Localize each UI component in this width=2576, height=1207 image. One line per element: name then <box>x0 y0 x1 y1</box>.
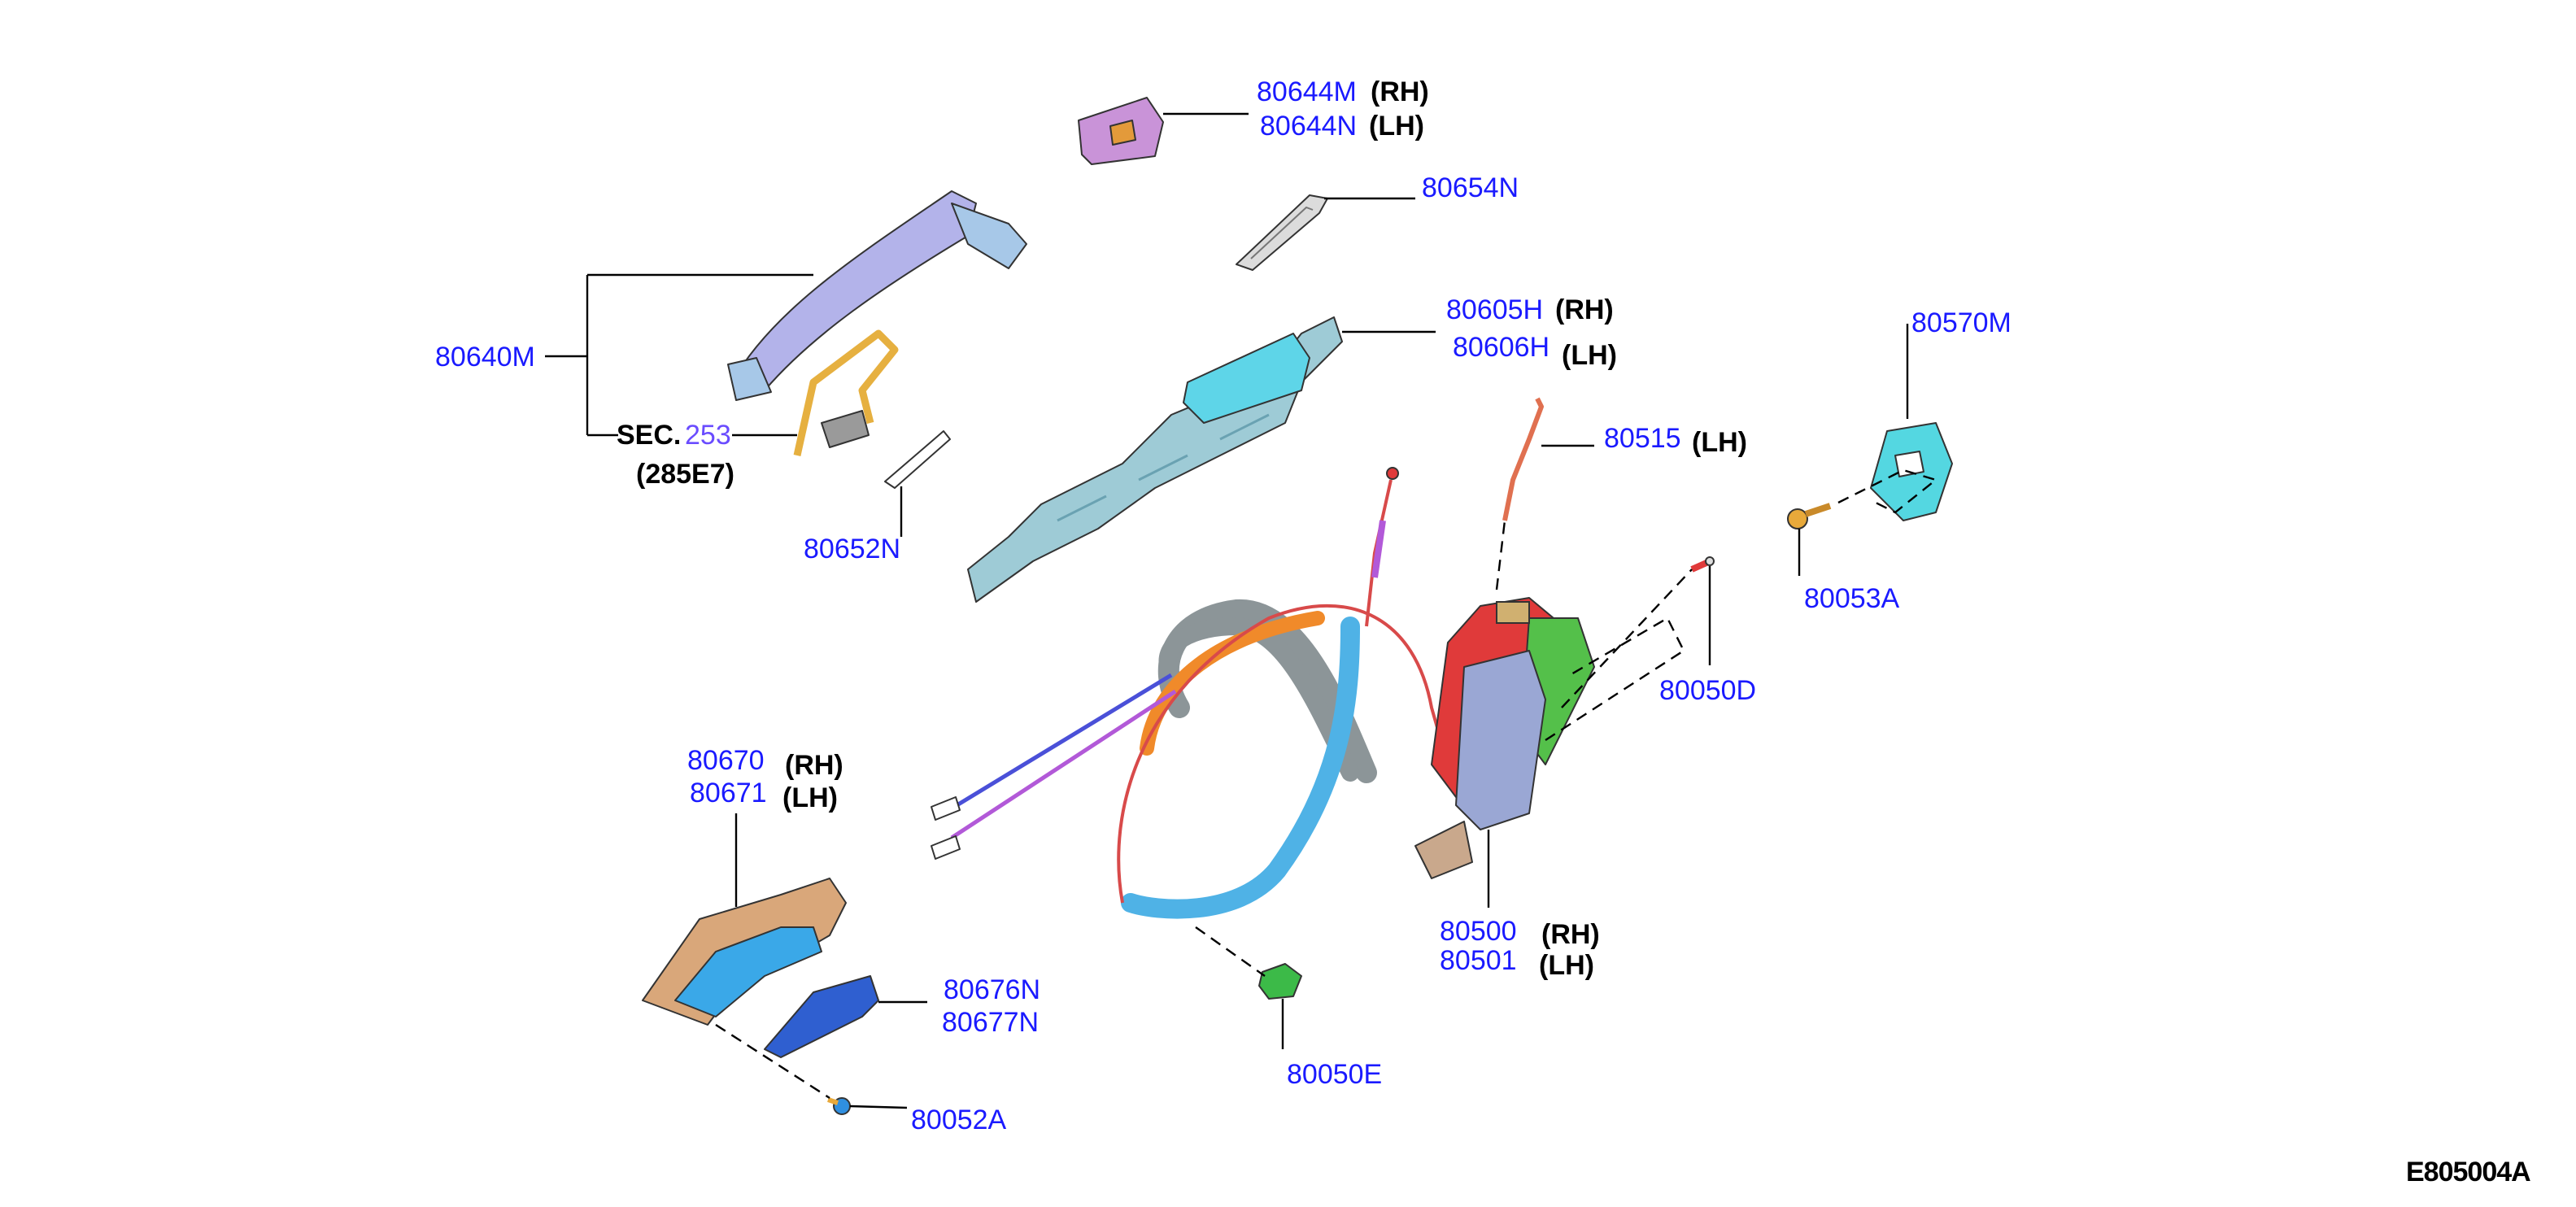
svg-text:80677N: 80677N <box>942 1007 1039 1038</box>
screw-icon <box>1787 503 1832 529</box>
svg-text:(LH): (LH) <box>1539 950 1594 981</box>
svg-text:80676N: 80676N <box>944 974 1040 1005</box>
part-label-80605[interactable]: 80605H (RH) 80606H (LH) <box>1446 294 1617 371</box>
part-label-80676[interactable]: 80676N 80677N <box>942 974 1040 1038</box>
dashed-assembly-lines <box>715 468 1938 1100</box>
svg-text:80654N: 80654N <box>1422 172 1519 203</box>
inside-escutcheon-icon <box>764 975 879 1058</box>
part-label-80570[interactable]: 80570M <box>1911 307 2012 338</box>
svg-text:80050D: 80050D <box>1659 675 1756 706</box>
svg-text:80050E: 80050E <box>1287 1059 1382 1090</box>
part-label-80654[interactable]: 80654N <box>1422 172 1519 203</box>
svg-text:80500: 80500 <box>1440 916 1517 947</box>
outside-handle-cover-icon <box>1078 97 1164 165</box>
clip-icon <box>1258 963 1302 1000</box>
cable-icon <box>931 467 1449 919</box>
svg-text:80052A: 80052A <box>911 1105 1007 1135</box>
svg-text:80515: 80515 <box>1604 423 1681 454</box>
leader-lines <box>545 112 1909 1109</box>
svg-text:80671: 80671 <box>690 778 767 808</box>
svg-text:80652N: 80652N <box>804 534 900 564</box>
bolt-icon <box>1690 556 1715 573</box>
section-ref-label[interactable]: SEC. 253 (285E7) <box>617 420 734 490</box>
part-label-80644[interactable]: 80644M (RH) 80644N (LH) <box>1257 76 1429 142</box>
cable-loop-icon <box>793 329 899 456</box>
svg-text:(285E7): (285E7) <box>636 459 734 490</box>
svg-text:SEC.: SEC. <box>617 420 681 451</box>
part-label-80050d[interactable]: 80050D <box>1659 675 1756 706</box>
part-label-80052[interactable]: 80052A <box>911 1105 1007 1135</box>
outside-handle-icon <box>727 190 1027 401</box>
handle-bracket-icon <box>967 316 1343 603</box>
part-label-80500[interactable]: 80500 (RH) 80501 (LH) <box>1440 916 1600 981</box>
svg-text:80570M: 80570M <box>1911 307 2012 338</box>
svg-text:(LH): (LH) <box>1562 340 1617 371</box>
diagram-code: E805004A <box>2406 1157 2530 1187</box>
inside-handle-icon <box>642 878 847 1026</box>
svg-text:(LH): (LH) <box>1369 111 1424 142</box>
svg-text:80644M: 80644M <box>1257 76 1357 107</box>
part-label-80640[interactable]: 80640M <box>435 342 535 373</box>
svg-text:(RH): (RH) <box>1371 76 1429 107</box>
rod-icon <box>1502 397 1544 521</box>
part-label-80652[interactable]: 80652N <box>804 534 900 564</box>
svg-text:(LH): (LH) <box>1692 427 1747 458</box>
svg-text:80640M: 80640M <box>435 342 535 373</box>
svg-text:253: 253 <box>685 420 731 451</box>
svg-text:80053A: 80053A <box>1804 583 1900 614</box>
door-lock-icon <box>1414 597 1595 879</box>
part-label-80515[interactable]: 80515 (LH) <box>1604 423 1747 458</box>
svg-text:80605H: 80605H <box>1446 294 1543 325</box>
svg-text:80501: 80501 <box>1440 945 1517 976</box>
part-label-80053[interactable]: 80053A <box>1804 583 1900 614</box>
svg-text:(RH): (RH) <box>785 750 843 781</box>
svg-text:(RH): (RH) <box>1555 294 1614 325</box>
gasket-icon <box>1236 194 1328 271</box>
svg-text:(RH): (RH) <box>1541 919 1600 950</box>
svg-text:80670: 80670 <box>687 745 765 776</box>
escutcheon-icon <box>884 430 951 489</box>
svg-text:(LH): (LH) <box>782 782 838 813</box>
part-label-80670[interactable]: 80670 (RH) 80671 (LH) <box>687 745 843 813</box>
part-label-80050e[interactable]: 80050E <box>1287 1059 1382 1090</box>
svg-text:80606H: 80606H <box>1453 332 1550 363</box>
svg-text:80644N: 80644N <box>1260 111 1357 142</box>
inside-screw-icon <box>827 1097 851 1115</box>
